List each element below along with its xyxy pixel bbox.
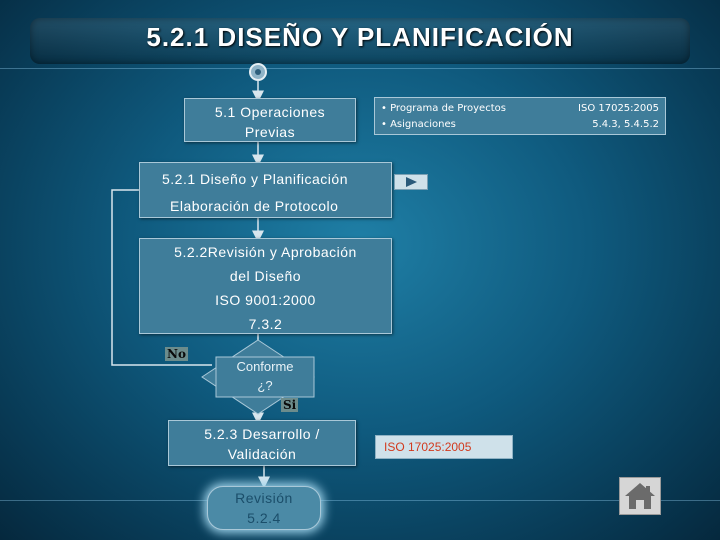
revision-aprobacion-line3: ISO 9001:2000 <box>215 292 316 308</box>
home-button[interactable] <box>619 477 661 515</box>
decision-line1: Conforme <box>236 359 294 374</box>
decision-line2: ¿? <box>257 378 273 393</box>
asignaciones-clauses-label: 5.4.3, 5.4.5.2 <box>592 119 659 130</box>
revision-aprobacion-line4: 7.3.2 <box>248 316 283 332</box>
diseno-planificacion-box: 5.2.1 Diseño y Planificación Elaboración… <box>139 162 392 218</box>
revision-aprobacion-box: 5.2.2Revisión y Aprobación del Diseño IS… <box>139 238 392 334</box>
divider <box>0 68 720 69</box>
desarrollo-line1: 5.2.3 Desarrollo / <box>204 426 320 442</box>
programa-iso-label: ISO 17025:2005 <box>578 103 659 114</box>
si-label: Si <box>281 398 299 412</box>
title-bar <box>30 18 690 64</box>
revision-final-box: Revisión 5.2.4 <box>207 486 321 530</box>
iso-note-box: ISO 17025:2005 <box>375 435 513 459</box>
revision-aprobacion-line1: 5.2.2Revisión y Aprobación <box>174 244 357 260</box>
programa-proyectos-label: • Programa de Proyectos <box>381 103 506 114</box>
next-button[interactable] <box>394 174 428 190</box>
decision-text: Conforme ¿? <box>216 357 314 397</box>
operaciones-previas-line1: 5.1 Operaciones <box>214 104 326 120</box>
home-icon <box>625 483 655 509</box>
revision-aprobacion-line2: del Diseño <box>229 268 302 284</box>
desarrollo-box: 5.2.3 Desarrollo / Validación <box>168 420 356 466</box>
revision-final-line2: 5.2.4 <box>247 510 281 526</box>
operaciones-previas-line2: Previas <box>244 124 296 140</box>
no-label: No <box>165 347 188 361</box>
asignaciones-label: • Asignaciones <box>381 119 456 130</box>
next-arrow-icon <box>406 177 417 187</box>
diseno-planificacion-label: 5.2.1 Diseño y Planificación <box>162 171 348 187</box>
operaciones-previas-box: 5.1 Operaciones Previas <box>184 98 356 142</box>
iso-note-label: ISO 17025:2005 <box>384 440 472 454</box>
elaboracion-protocolo-label: Elaboración de Protocolo <box>170 198 339 214</box>
desarrollo-line2: Validación <box>227 446 297 462</box>
revision-final-line1: Revisión <box>235 490 293 506</box>
divider <box>0 500 720 501</box>
page-title: 5.2.1 DISEÑO Y PLANIFICACIÓN <box>146 22 574 52</box>
programa-proyectos-box: • Programa de Proyectos ISO 17025:2005 •… <box>374 97 666 135</box>
